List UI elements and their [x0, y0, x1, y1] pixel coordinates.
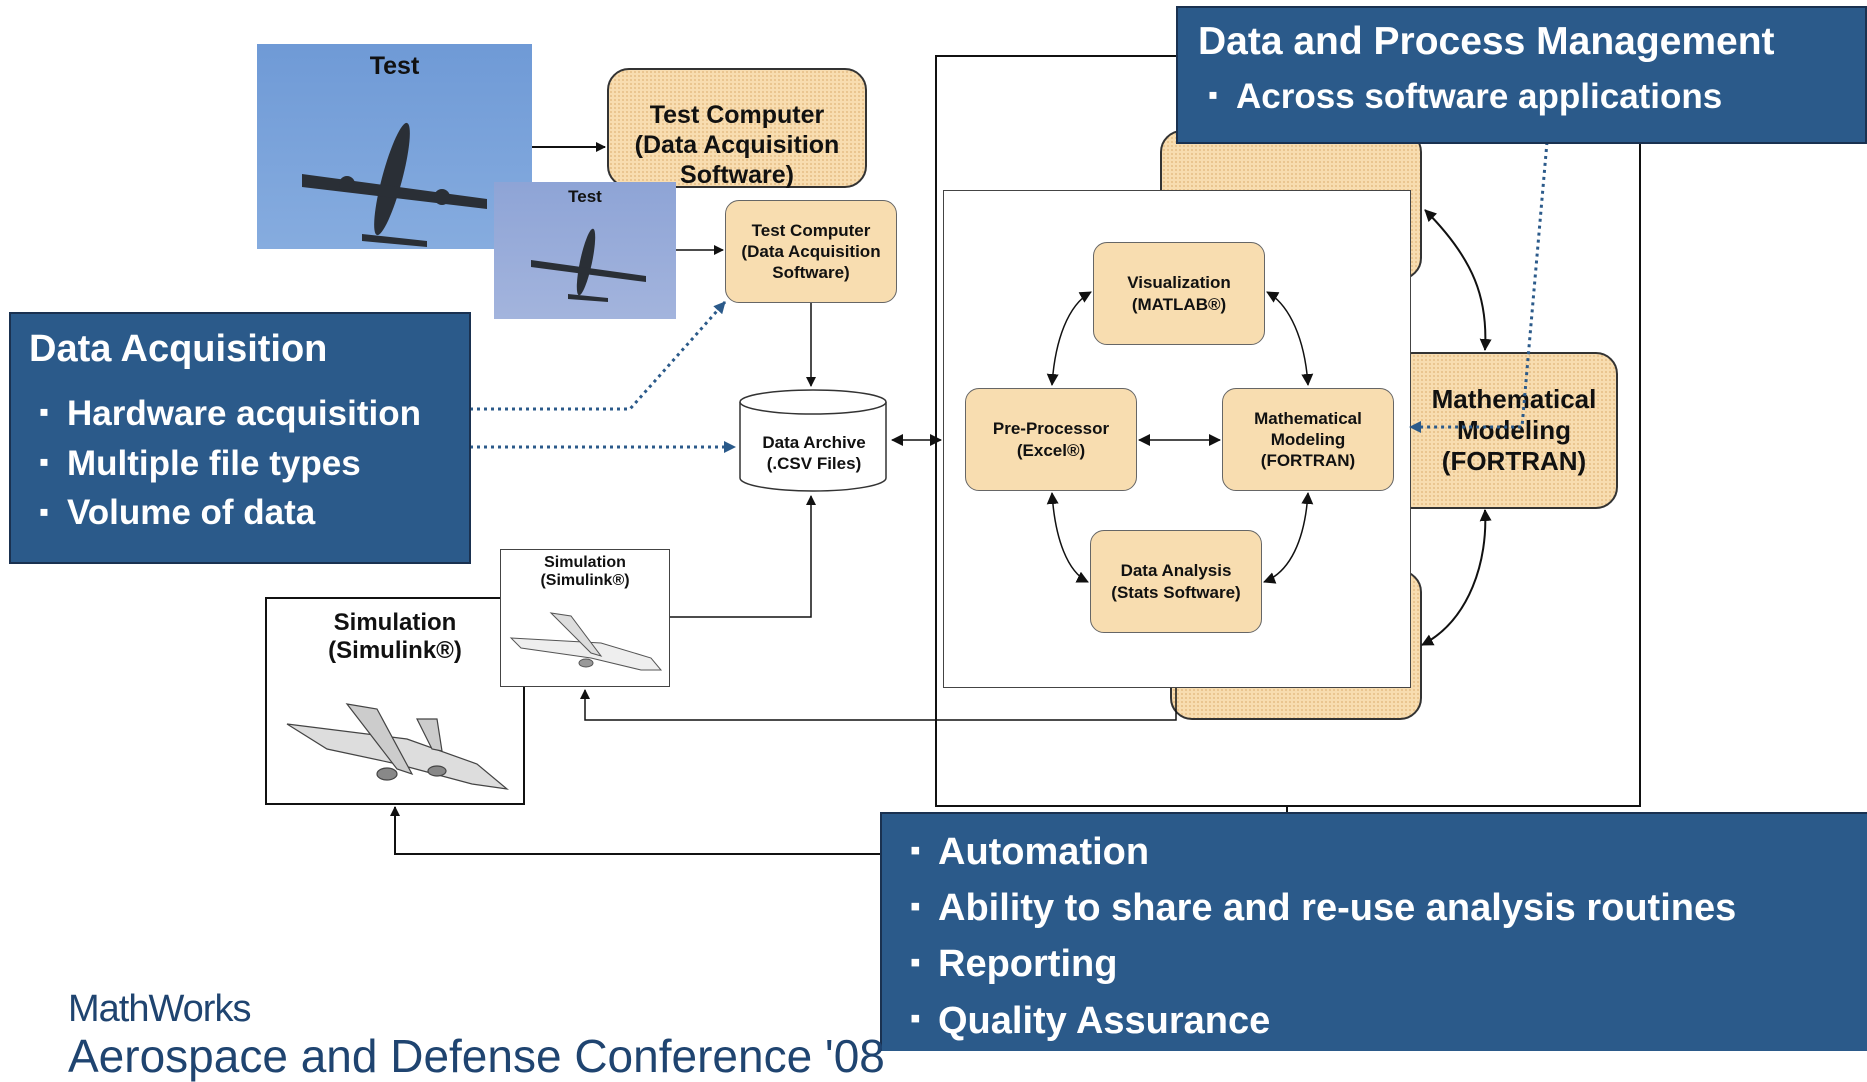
simulation-box-large: Simulation (Simulink®)	[265, 597, 525, 805]
wireframe-airplane-icon	[509, 612, 663, 671]
arrow-frame-to-simulation	[580, 688, 1177, 721]
dotted-arrow-to-computer	[470, 301, 727, 411]
conference-title: Aerospace and Defense Conference '08	[68, 1030, 885, 1082]
test-computer-box-large: Test Computer (Data Acquisition Software…	[607, 68, 867, 189]
arrow-model-analysis-large	[1421, 509, 1492, 646]
test-label: Test	[568, 187, 602, 206]
simulation-box: Simulation (Simulink®)	[500, 549, 670, 687]
list-item: Reporting	[900, 936, 1867, 992]
data-acquisition-title: Data Acquisition	[29, 328, 328, 370]
list-item: Hardware acquisition	[29, 389, 469, 439]
data-analysis-box: Data Analysis (Stats Software)	[1090, 530, 1262, 633]
benefits-list: Automation Ability to share and re-use a…	[900, 824, 1867, 1049]
data-process-management-callout: Data and Process Management Across softw…	[1176, 6, 1867, 144]
list-item: Quality Assurance	[900, 993, 1867, 1049]
data-process-management-list: Across software applications	[1198, 74, 1865, 120]
data-process-management-title: Data and Process Management	[1198, 20, 1775, 63]
mathworks-logo: MathWorks	[68, 988, 251, 1030]
arrow-pre-vis	[1046, 291, 1092, 386]
arrow-vis-model	[1266, 291, 1314, 386]
list-item: Volume of data	[29, 488, 469, 538]
list-item: Automation	[900, 824, 1867, 880]
data-archive-label: Data Archive (.CSV Files)	[762, 433, 866, 474]
test-label-large: Test	[369, 52, 420, 80]
test-photo-large: Test	[257, 44, 532, 249]
airplane-icon	[302, 122, 487, 247]
airplane-icon	[531, 228, 646, 302]
visualization-box: Visualization (MATLAB®)	[1093, 242, 1265, 345]
arrow-vis-model-large	[1424, 209, 1492, 351]
data-acquisition-callout: Data Acquisition Hardware acquisition Mu…	[9, 312, 471, 564]
simulation-label-large: Simulation (Simulink®)	[328, 609, 462, 664]
arrow-pre-analysis	[1046, 492, 1089, 583]
test-computer-box: Test Computer (Data Acquisition Software…	[725, 200, 897, 303]
list-item: Ability to share and re-use analysis rou…	[900, 880, 1867, 936]
benefits-callout: Automation Ability to share and re-use a…	[880, 812, 1867, 1051]
wireframe-airplane-icon	[286, 703, 510, 790]
preprocessor-box: Pre-Processor (Excel®)	[965, 388, 1137, 491]
data-archive-cylinder	[739, 389, 887, 492]
dotted-arrow-to-modeling	[1409, 141, 1549, 433]
modeling-box: Mathematical Modeling (FORTRAN)	[1222, 388, 1394, 491]
modeling-box-large: Mathematical Modeling (FORTRAN)	[1390, 352, 1618, 509]
list-item: Multiple file types	[29, 439, 469, 489]
simulation-label: Simulation (Simulink®)	[540, 554, 630, 589]
connectors	[390, 141, 1549, 855]
arrow-simulation-to-archive	[670, 495, 816, 618]
data-acquisition-list: Hardware acquisition Multiple file types…	[29, 389, 469, 538]
list-item: Across software applications	[1198, 74, 1865, 120]
arrow-model-analysis	[1263, 492, 1314, 584]
test-photo: Test	[494, 182, 676, 319]
